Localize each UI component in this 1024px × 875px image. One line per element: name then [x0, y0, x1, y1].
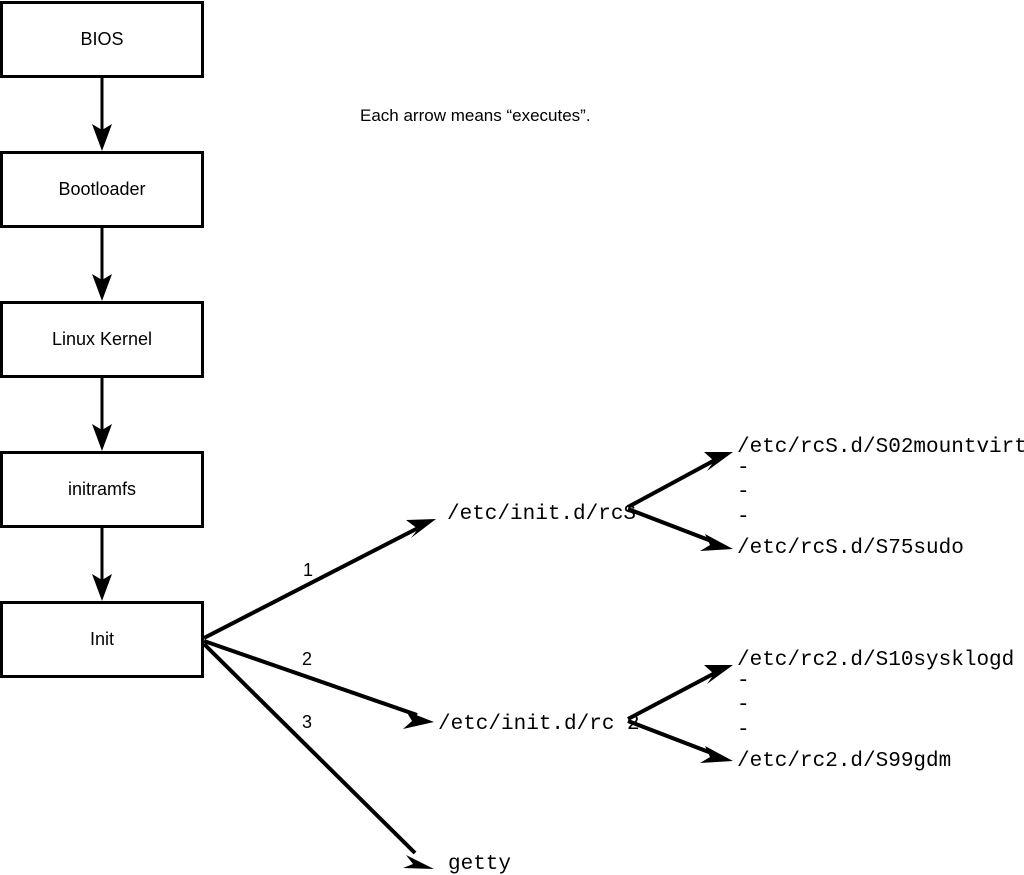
arrow-initramfs-to-init	[92, 527, 112, 601]
rcs-ellipsis-dot-3: -	[737, 506, 750, 529]
node-bootloader[interactable]: Bootloader	[0, 151, 204, 228]
rcs-ellipsis-dot-2: -	[737, 481, 750, 504]
rc2-ellipsis-dot-2: -	[737, 694, 750, 717]
arrow-head-icon	[700, 746, 733, 763]
rc2-ellipsis-dot-3: -	[737, 719, 750, 742]
branch-3-label[interactable]: getty	[448, 853, 511, 875]
rcs-last-script-label[interactable]: /etc/rcS.d/S75sudo	[737, 537, 964, 560]
branch-1-label[interactable]: /etc/init.d/rcS	[447, 503, 636, 526]
init-branch-1: 1 /etc/init.d/rcS	[203, 503, 636, 640]
boot-chain-group: BIOS Bootloader Linux Kernel initramfs I…	[0, 1, 204, 678]
arrow-head-icon	[92, 574, 112, 601]
bios-label: BIOS	[80, 29, 123, 49]
bios-box[interactable]	[0, 1, 204, 78]
rcs-subtree: /etc/rcS.d/S02mountvirtfs - - - /etc/rcS…	[627, 436, 1024, 560]
node-init[interactable]: Init	[0, 601, 204, 678]
init-label: Init	[90, 629, 114, 649]
boot-chain-arrows	[92, 77, 112, 601]
branch-3-number: 3	[302, 712, 312, 732]
linux-kernel-label: Linux Kernel	[52, 329, 152, 349]
init-branch-3: 3 getty	[202, 642, 511, 875]
rc2-last-script-label[interactable]: /etc/rc2.d/S99gdm	[737, 750, 951, 773]
initramfs-box[interactable]	[0, 451, 204, 528]
node-bios[interactable]: BIOS	[0, 1, 204, 78]
arrow-kernel-to-initramfs	[92, 377, 112, 451]
arrow-bootloader-to-kernel	[92, 227, 112, 301]
linux-kernel-box[interactable]	[0, 301, 204, 378]
arrow-head-icon	[704, 665, 733, 684]
arrow-head-icon	[406, 519, 436, 538]
bootloader-box[interactable]	[0, 151, 204, 228]
arrow-head-icon	[92, 274, 112, 301]
arrow-head-icon	[700, 534, 733, 551]
bootloader-label: Bootloader	[58, 179, 145, 199]
node-linux-kernel[interactable]: Linux Kernel	[0, 301, 204, 378]
branch-2-label[interactable]: /etc/init.d/rc 2	[438, 713, 640, 736]
arrow-head-icon	[403, 711, 434, 729]
rc2-ellipsis-dot-1: -	[737, 670, 750, 693]
rc2-subtree: /etc/rc2.d/S10sysklogd - - - /etc/rc2.d/…	[627, 649, 1014, 773]
caption-text: Each arrow means “executes”.	[360, 106, 591, 125]
arrow-head-icon	[403, 855, 434, 869]
rc2-first-script-label[interactable]: /etc/rc2.d/S10sysklogd	[737, 649, 1014, 672]
arrow-head-icon	[704, 452, 733, 471]
branch-2-number: 2	[302, 649, 312, 669]
rcs-ellipsis-dot-1: -	[737, 457, 750, 480]
arrow-head-icon	[92, 124, 112, 151]
initramfs-label: initramfs	[68, 479, 136, 499]
arrow-head-icon	[92, 424, 112, 451]
node-initramfs[interactable]: initramfs	[0, 451, 204, 528]
init-box[interactable]	[0, 601, 204, 678]
arrow-bios-to-bootloader	[92, 77, 112, 151]
rcs-first-script-label[interactable]: /etc/rcS.d/S02mountvirtfs	[737, 436, 1024, 459]
init-branch-2: 2 /etc/init.d/rc 2	[203, 639, 640, 736]
branch-1-number: 1	[303, 560, 313, 580]
